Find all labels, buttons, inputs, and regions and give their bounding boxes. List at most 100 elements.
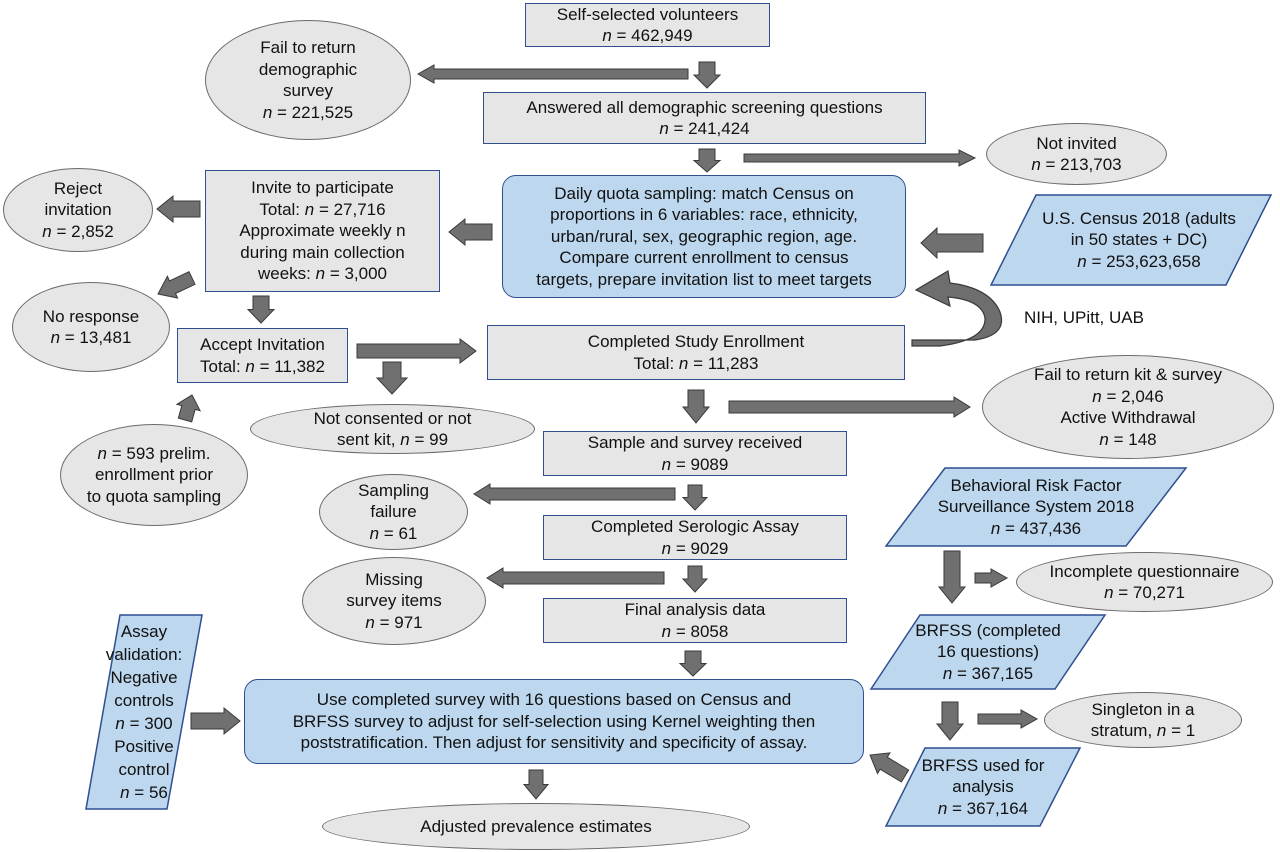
node-line: Reject: [53, 178, 103, 198]
node-line: Self-selected volunteers: [556, 4, 739, 24]
node-line: survey items: [346, 591, 442, 611]
loop-arrow: [911, 270, 1003, 347]
loop-label: NIH, UPitt, UAB: [1024, 308, 1144, 327]
node-line: Completed Study Enrollment: [587, 332, 805, 351]
node-self-selected-volunteers: Self-selected volunteers n = 462,949: [525, 3, 770, 47]
arrow-invite-to-accept: [246, 295, 276, 324]
arrow-prelim-to-accept: [175, 394, 202, 423]
node-line: stratum, n = 1: [1090, 721, 1196, 740]
node-line: Approximate weekly n: [239, 221, 406, 241]
node-line: sent kit, n = 99: [336, 430, 449, 449]
node-line: Invite to participate: [251, 178, 394, 198]
arrow-census-to-quota: [920, 226, 984, 260]
node-line: 16 questions): [936, 642, 1040, 662]
arrow-to-fail-kit: [728, 396, 971, 418]
node-line: n = 61: [369, 523, 418, 543]
arrow-to-not-consented: [375, 361, 409, 395]
node-line: Singleton in a: [1091, 699, 1195, 719]
node-line: Accept Invitation: [200, 335, 325, 354]
node-line: Adjusted prevalence estimates: [420, 816, 652, 836]
node-line: n = 221,525: [262, 102, 354, 122]
node-line: n = 2,046: [1092, 386, 1164, 406]
arrow-to-singleton: [977, 709, 1039, 729]
node-line: BRFSS used for: [921, 755, 1045, 775]
arrow-to-no-response: [157, 271, 196, 299]
node-line: n = 300: [115, 714, 173, 733]
node-line: Not invited: [1036, 133, 1117, 153]
node-line: BRFSS survey to adjust for self-selectio…: [292, 711, 816, 731]
node-line: n = 241,424: [659, 119, 750, 138]
node-line: validation:: [105, 645, 183, 664]
node-line: Daily quota sampling: match Census on: [554, 183, 854, 203]
node-line: n = 2,852: [42, 221, 114, 241]
node-line: controls: [114, 691, 174, 710]
node-line: targets, prepare invitation list to meet…: [536, 269, 872, 289]
node-line: control: [118, 760, 170, 779]
arrow-to-sampling-failure: [473, 483, 676, 505]
node-line: Missing: [365, 569, 423, 589]
node-line: n = 70,271: [1104, 583, 1185, 602]
arrow-assay-to-adjust: [190, 706, 241, 736]
arrow-quota-to-invite: [448, 217, 493, 247]
node-line: analysis: [952, 777, 1014, 797]
node-line: during main collection: [240, 242, 405, 262]
node-line: poststratification. Then adjust for sens…: [300, 733, 808, 753]
arrow-serologic-to-final: [681, 565, 709, 593]
node-line: Assay: [120, 622, 168, 641]
node-line: n = 367,165: [942, 663, 1034, 683]
node-line: survey: [282, 81, 334, 100]
node-line: proportions in 6 variables: race, ethnic…: [550, 205, 858, 225]
node-line: n = 367,164: [937, 798, 1029, 818]
node-line: n = 593 prelim.: [97, 443, 211, 463]
node-line: Answered all demographic screening quest…: [526, 97, 883, 117]
node-serologic-assay: Completed Serologic Assay n = 9029: [543, 515, 847, 560]
node-line: n = 8058: [661, 621, 729, 641]
node-line: Behavioral Risk Factor: [950, 475, 1122, 495]
node-line: n = 462,949: [602, 26, 693, 45]
node-line: n = 437,436: [990, 518, 1082, 538]
node-line: No response: [42, 306, 140, 326]
node-line: Sampling: [358, 480, 429, 500]
node-line: Total: n = 27,716: [259, 199, 386, 219]
node-line: urban/rural, sex, geographic region, age…: [550, 226, 858, 246]
node-line: enrollment prior: [94, 465, 214, 485]
node-line: Incomplete questionnaire: [1049, 561, 1240, 581]
node-line: BRFSS (completed: [915, 620, 1061, 640]
node-adjust-weighting: Use completed survey with 16 questions b…: [244, 679, 864, 764]
arrow-to-fail-demographic: [416, 64, 689, 84]
node-line: Compare current enrollment to census: [559, 248, 849, 268]
node-line: Fail to return kit & survey: [1033, 365, 1222, 384]
arrow-to-not-invited: [743, 149, 977, 167]
node-line: n = 971: [365, 612, 423, 632]
node-line: demographic: [258, 59, 358, 79]
arrow-sample-to-serologic: [681, 484, 709, 511]
node-line: Completed Serologic Assay: [591, 517, 799, 536]
node-line: Total: n = 11,283: [633, 353, 759, 373]
node-line: Active Withdrawal: [1060, 408, 1196, 427]
node-line: invitation: [44, 200, 112, 220]
arrow-answered-to-quota: [692, 148, 722, 173]
node-adjusted-prevalence: Adjusted prevalence estimates: [322, 803, 750, 850]
node-line: Sample and survey received: [587, 433, 803, 452]
arrow-to-incomplete: [974, 568, 1009, 588]
node-line: n = 9029: [661, 538, 729, 558]
arrow-to-reject: [156, 194, 201, 224]
